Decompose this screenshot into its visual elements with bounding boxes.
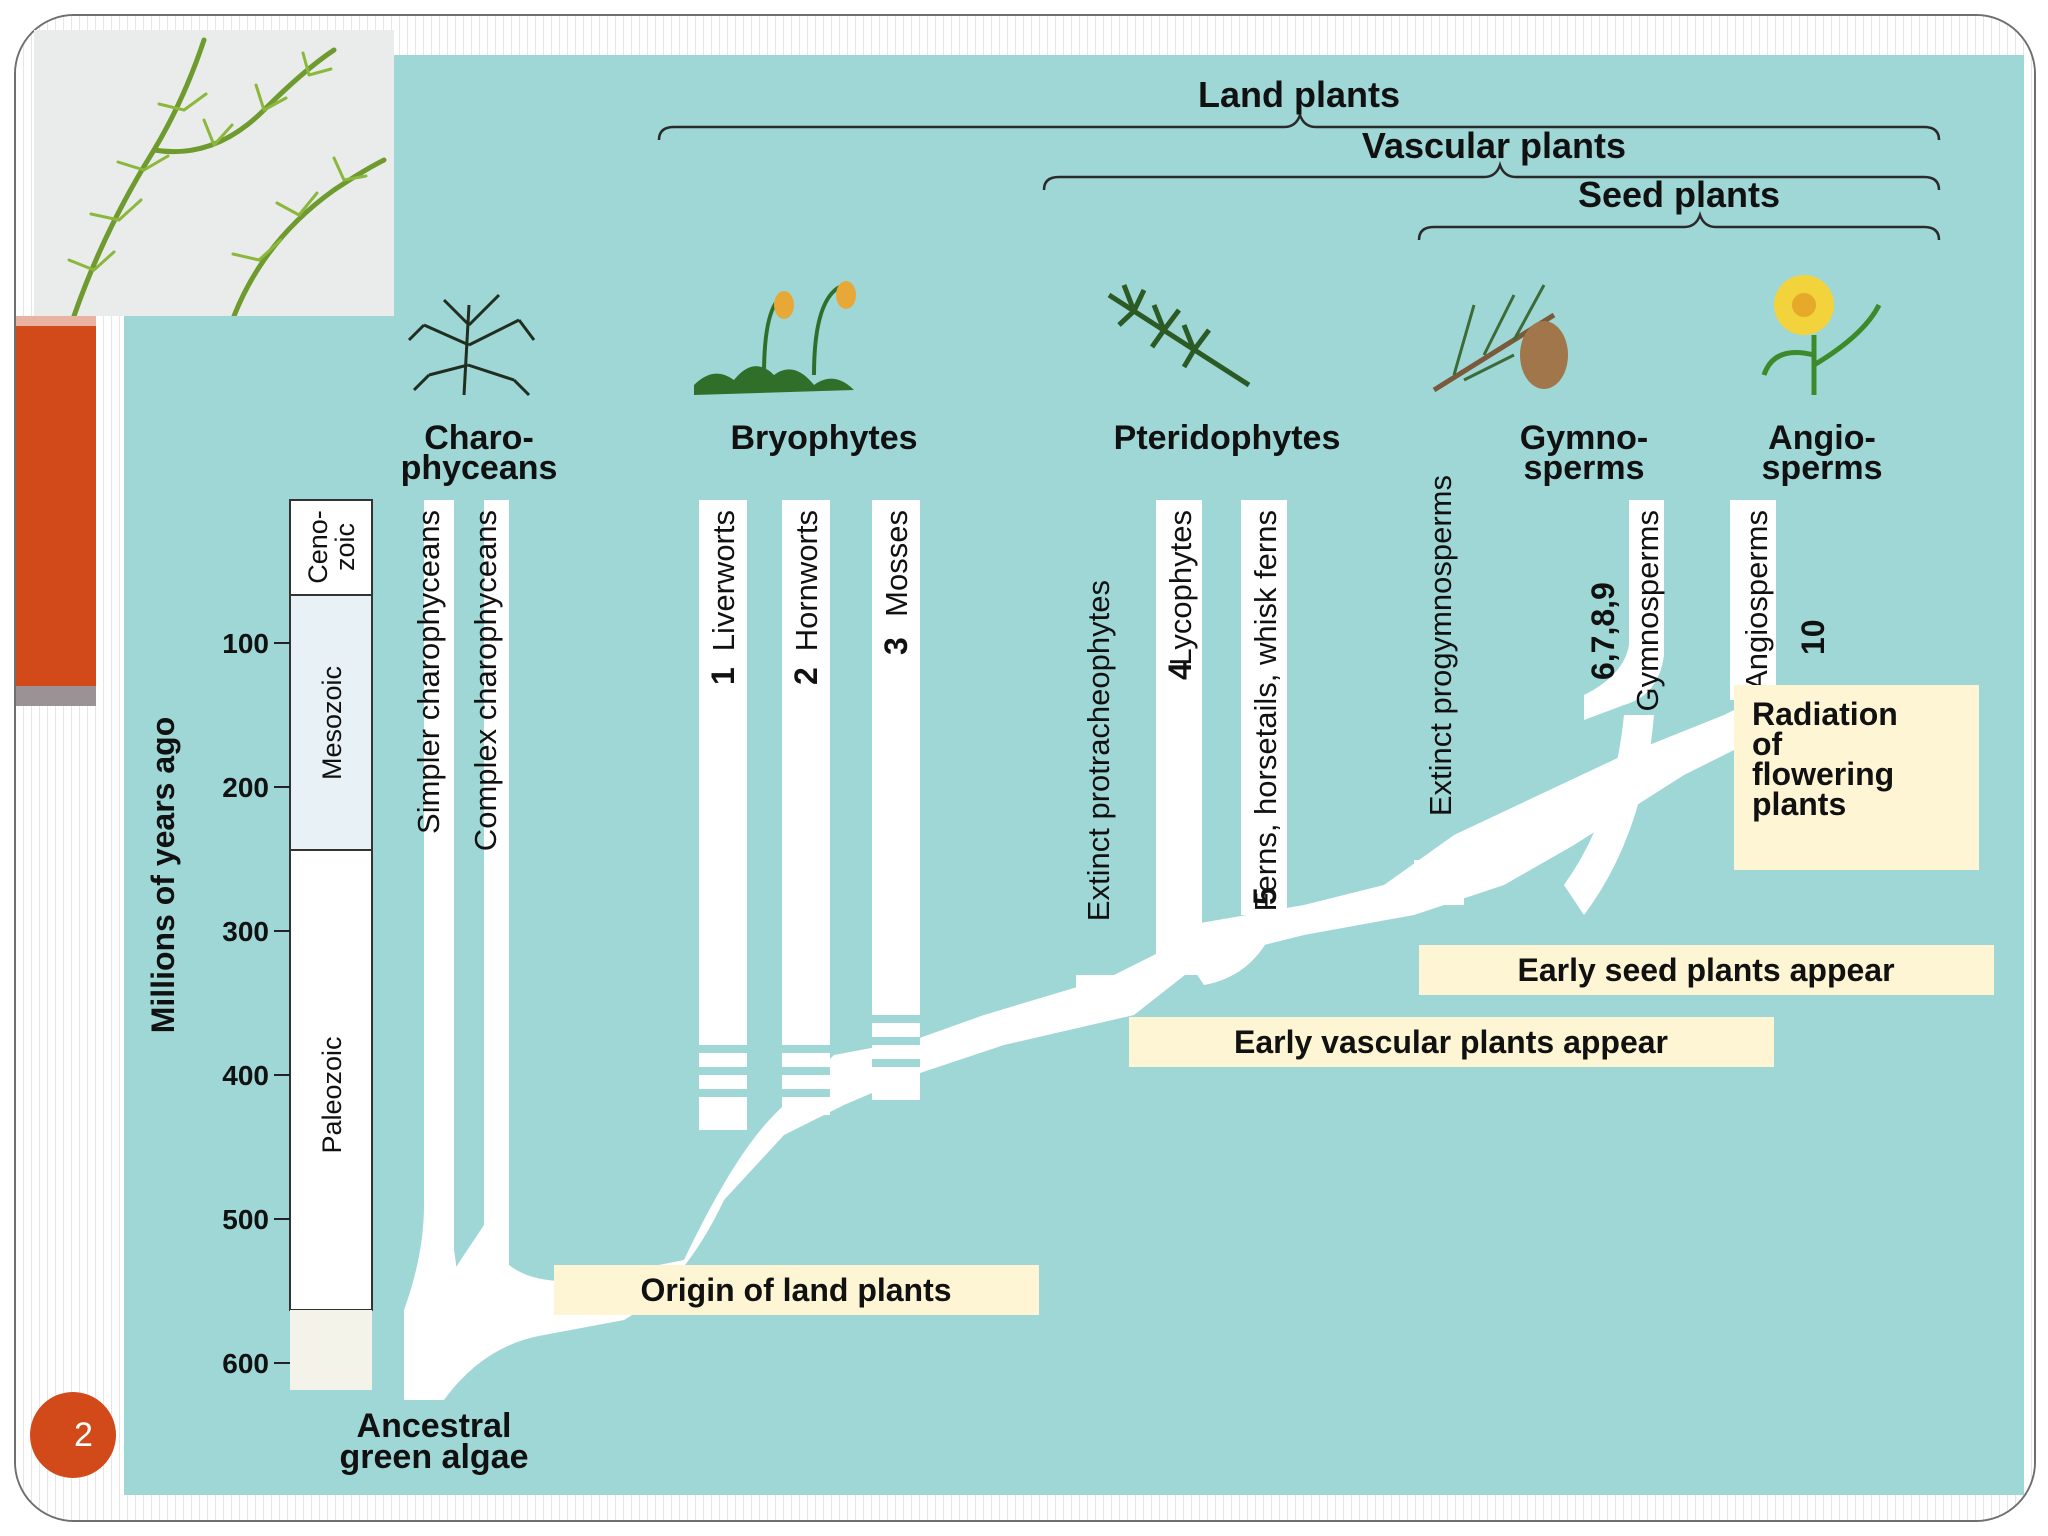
label-land-plants: Land plants <box>1198 74 1400 115</box>
marker-liverworts: 1 <box>705 667 741 685</box>
taxon-gymnosperms-line1: Gymno- <box>1520 419 1648 457</box>
label-seed-plants: Seed plants <box>1578 174 1780 215</box>
lineage-angiosperms: Angiosperms <box>1739 510 1774 691</box>
axis-tick-label: 600 <box>222 1348 269 1379</box>
root-label-line2: green algae <box>340 1438 529 1476</box>
accent-bar <box>16 326 96 686</box>
axis-ticks: 100 200 300 400 500 600 <box>222 628 290 1379</box>
event-radiation-line4: plants <box>1752 786 1846 822</box>
plant-evolution-figure: Land plants Vascular plants Seed plants … <box>124 55 2024 1500</box>
lineage-lycophytes: Lycophytes <box>1163 510 1198 666</box>
lineage-gymnosperms: Gymnosperms <box>1630 510 1665 712</box>
fossil-gap-marks <box>699 1015 920 1097</box>
marker-gymnosperms: 6,7,8,9 <box>1585 582 1621 680</box>
era-mesozoic: Mesozoic <box>317 666 347 780</box>
fern-illustration <box>1107 284 1251 388</box>
marker-lycophytes: 4 <box>1162 662 1198 680</box>
lineage-mosses: Mosses <box>879 510 914 617</box>
label-vascular-plants: Vascular plants <box>1362 125 1626 166</box>
event-callouts: Origin of land plants Early vascular pla… <box>554 685 1994 1315</box>
axis-tick-label: 300 <box>222 916 269 947</box>
lineage-ferns-horsetails-whisk-ferns: Ferns, horsetails, whisk ferns <box>1248 510 1283 911</box>
era-paleozoic: Paleozoic <box>317 1036 347 1153</box>
taxon-charophyceans-line2: phyceans <box>401 449 558 487</box>
axis-tick-label: 500 <box>222 1204 269 1235</box>
marker-mosses: 3 <box>878 637 914 655</box>
marker-ferns: 5 <box>1247 887 1283 905</box>
charophyte-photo <box>34 30 394 316</box>
marker-hornworts: 2 <box>788 667 824 685</box>
taxon-pteridophytes: Pteridophytes <box>1114 419 1341 457</box>
event-radiation-line2: of <box>1752 726 1783 762</box>
taxon-angiosperms-line2: sperms <box>1762 449 1883 487</box>
angiosperm-illustration <box>1761 275 1882 395</box>
event-radiation-line3: flowering <box>1752 756 1894 792</box>
event-origin-of-land-plants: Origin of land plants <box>640 1272 951 1308</box>
bryophyte-illustration <box>694 281 856 395</box>
accent-bar-top <box>16 316 96 326</box>
era-cenozoic-line1: Ceno- <box>303 510 333 584</box>
slide-number-badge: 2 <box>30 1392 116 1478</box>
lineage-markers: 1 2 3 4 5 6,7,8,9 10 <box>705 582 1831 905</box>
lineage-extinct-progymnosperms: Extinct progymnosperms <box>1423 475 1458 816</box>
geologic-timescale <box>289 499 373 1390</box>
lineage-extinct-protracheophytes: Extinct protracheophytes <box>1081 580 1116 921</box>
marker-angiosperms: 10 <box>1795 619 1831 655</box>
lineage-liverworts: Liverworts <box>706 510 741 651</box>
axis-label: Millions of years ago <box>145 717 181 1034</box>
taxon-gymnosperms-line2: sperms <box>1524 449 1645 487</box>
gymnosperm-illustration <box>1432 284 1568 393</box>
axis-tick-label: 200 <box>222 772 269 803</box>
event-early-vascular-plants: Early vascular plants appear <box>1234 1024 1668 1060</box>
charophycean-illustration <box>407 293 536 397</box>
event-early-seed-plants: Early seed plants appear <box>1517 952 1894 988</box>
root-label-line1: Ancestral <box>357 1407 512 1445</box>
axis-tick-label: 100 <box>222 628 269 659</box>
accent-bar-bottom <box>16 686 96 706</box>
taxon-angiosperms-line1: Angio- <box>1768 419 1876 457</box>
phylogeny-diagram: Land plants Vascular plants Seed plants … <box>124 55 2024 1495</box>
lineage-hornworts: Hornworts <box>789 510 824 651</box>
event-radiation-line1: Radiation <box>1752 696 1898 732</box>
group-brackets <box>657 111 1941 241</box>
taxon-bryophytes: Bryophytes <box>730 419 917 457</box>
lineage-complex-charophyceans: Complex charophyceans <box>468 510 503 851</box>
lineage-simpler-charophyceans: Simpler charophyceans <box>411 510 446 834</box>
taxon-charophyceans-line1: Charo- <box>424 419 534 457</box>
era-cenozoic-line2: zoic <box>330 523 360 571</box>
axis-tick-label: 400 <box>222 1060 269 1091</box>
